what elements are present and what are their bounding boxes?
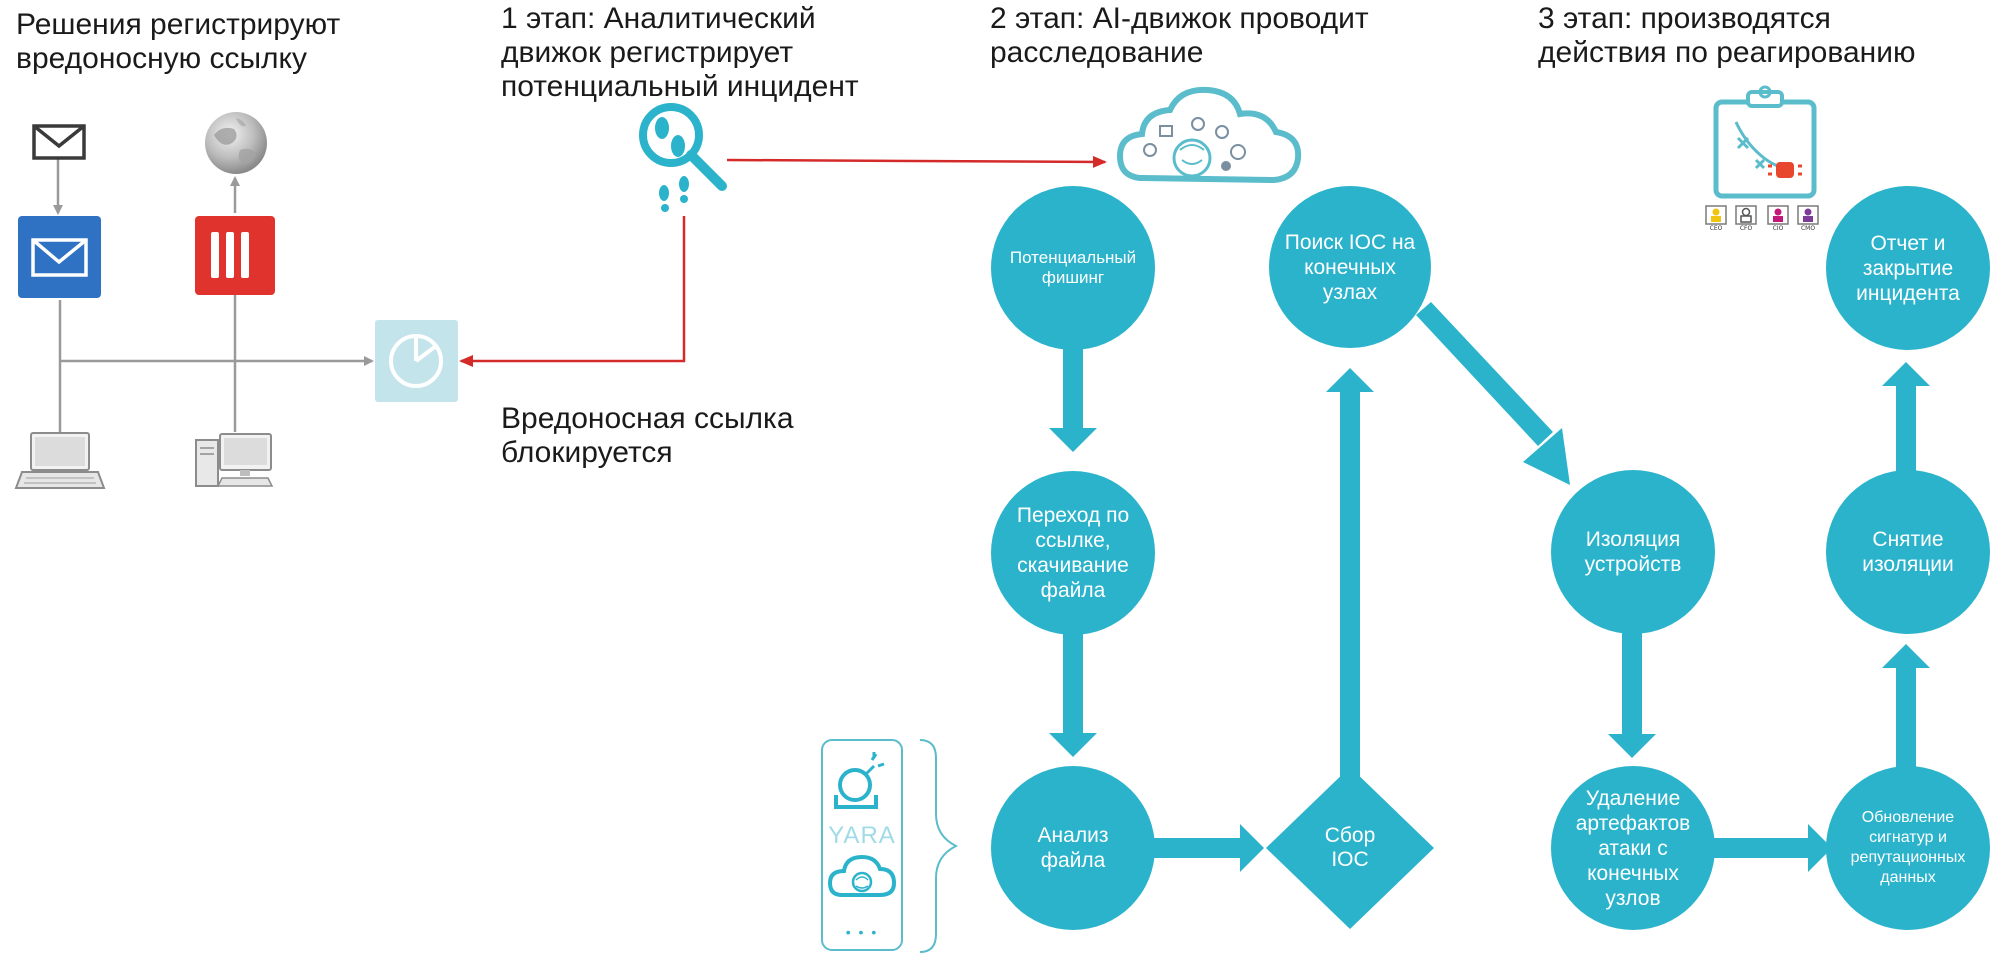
stage3-flow-arrows: [1608, 362, 1930, 872]
red-arrow-to-ai-engine: [726, 155, 1107, 168]
collect-ioc-diamond: [1266, 767, 1434, 929]
more-tools-dots: • • •: [845, 924, 879, 940]
response-plan-clipboard-icon: [1713, 85, 1817, 199]
role-badge-cfo-icon: [1735, 205, 1757, 225]
node-search-ioc-endpoints: Поиск IOC на конечных узлах: [1269, 186, 1431, 348]
desktop-pc-icon: [195, 433, 274, 487]
ai-cloud-icon: [1116, 86, 1302, 184]
analytics-magnifier-icon: [639, 103, 727, 212]
ai-brain-cloud-icon: [827, 854, 897, 897]
node-potential-phishing: Потенциальный фишинг: [991, 186, 1155, 350]
heading-stage-1: 1 этап: Аналитический движок регистрируе…: [501, 2, 859, 103]
node-file-analysis: Анализ файла: [991, 766, 1155, 930]
role-label: CMO: [1801, 225, 1815, 232]
heading-stage-3: 3 этап: производятся действия по реагиро…: [1538, 2, 1916, 69]
role-badge-cio-icon: [1767, 205, 1789, 225]
role-badge-ceo-icon: [1705, 205, 1727, 225]
blocking-panel-icon: [375, 320, 458, 402]
node-remove-isolation: Снятие изоляции: [1826, 470, 1990, 634]
node-artifact-removal: Удаление артефактов атаки с конечных узл…: [1551, 766, 1715, 930]
email-outline-icon: [32, 124, 86, 160]
node-report-close-incident: Отчет и закрытие инцидента: [1826, 186, 1990, 350]
blocked-link-note: Вредоносная ссылка блокируется: [501, 402, 794, 469]
node-device-isolation: Изоляция устройств: [1551, 470, 1715, 634]
node-signature-update: Обновление сигнатур и репутационных данн…: [1826, 766, 1990, 930]
laptop-icon: [14, 432, 106, 489]
role-label: CEO: [1710, 225, 1723, 232]
stage2-flow-arrows: [1049, 302, 1570, 872]
role-label: CIO: [1773, 225, 1784, 232]
role-badges: CEO CFO CIO CMO: [1705, 205, 1819, 232]
firewall-icon: [195, 216, 275, 295]
mail-gateway-icon: [18, 216, 101, 298]
sandbox-bomb-icon: [834, 752, 885, 809]
heading-solutions: Решения регистрируют вредоносную ссылку: [16, 8, 341, 75]
role-badge-cmo-icon: [1797, 205, 1819, 225]
node-follow-link-download: Переход по ссылке, скачивание файла: [991, 471, 1155, 635]
role-label: CFO: [1740, 225, 1753, 232]
globe-icon: [205, 112, 267, 174]
red-arrow-to-blocking: [459, 216, 686, 367]
heading-stage-2: 2 этап: AI-движок проводит расследование: [990, 2, 1369, 69]
yara-label: YARA: [828, 822, 896, 849]
node-collect-ioc: Сбор IOC: [1324, 824, 1376, 871]
